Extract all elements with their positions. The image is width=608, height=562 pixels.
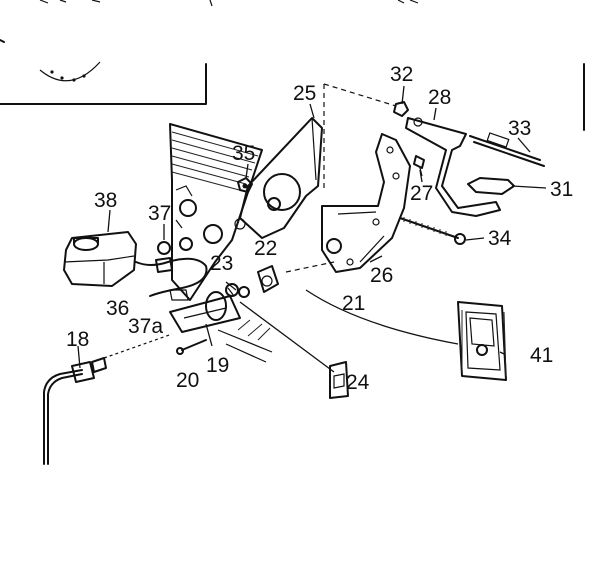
pedal-bracket [234, 117, 323, 239]
callout-leaders [77, 85, 547, 369]
callout-28: 28 [428, 86, 451, 109]
fluid-reservoir [63, 231, 137, 287]
callout-22: 22 [254, 237, 277, 260]
nut-35 [237, 177, 253, 193]
nut-32 [393, 101, 409, 117]
leader-41 [305, 289, 459, 345]
floor-detail [217, 319, 273, 363]
dashed-line-bracket-top [323, 83, 397, 107]
left-edge-mark [0, 39, 5, 43]
callout-27: 27 [410, 182, 433, 205]
callout-32: 32 [390, 63, 413, 86]
callout-41: 41 [530, 344, 553, 367]
callout-37: 37 [148, 202, 171, 225]
callout-34: 34 [488, 227, 512, 250]
fluid-hose [135, 241, 208, 301]
pipe-dashed-link [103, 333, 173, 359]
callout-38: 38 [94, 189, 117, 212]
clutch-master-cylinder [169, 283, 241, 333]
dashed-line-rod [285, 261, 335, 273]
callout-25: 25 [293, 82, 316, 105]
pedal-pad [467, 177, 515, 195]
washer-23 [225, 281, 250, 298]
callout-33: 33 [508, 117, 531, 140]
clip-27 [413, 155, 425, 177]
bolt-20 [176, 339, 207, 355]
callout-18: 18 [66, 328, 89, 351]
return-spring-rod [469, 132, 545, 167]
cover-plate [457, 301, 507, 381]
side-plate [321, 133, 411, 273]
hydraulic-pipe [43, 357, 107, 465]
callout-19: 19 [206, 354, 229, 377]
callout-36: 36 [106, 297, 129, 320]
callout-31: 31 [550, 178, 573, 201]
clutch-pedal-arm [405, 117, 501, 217]
callout-20: 20 [176, 369, 199, 392]
leader-24 [239, 301, 335, 373]
gasket-22 [257, 265, 279, 293]
callout-21: 21 [342, 292, 365, 315]
cover-clip [329, 361, 349, 399]
inset-frame [0, 0, 419, 105]
callout-37a: 37a [128, 315, 163, 338]
callout-23: 23 [210, 252, 233, 275]
callout-26: 26 [370, 264, 393, 287]
bulkhead-panel [169, 123, 263, 301]
callout-35: 35 [232, 142, 255, 165]
pivot-bolt [399, 217, 466, 245]
callout-24: 24 [346, 371, 370, 394]
